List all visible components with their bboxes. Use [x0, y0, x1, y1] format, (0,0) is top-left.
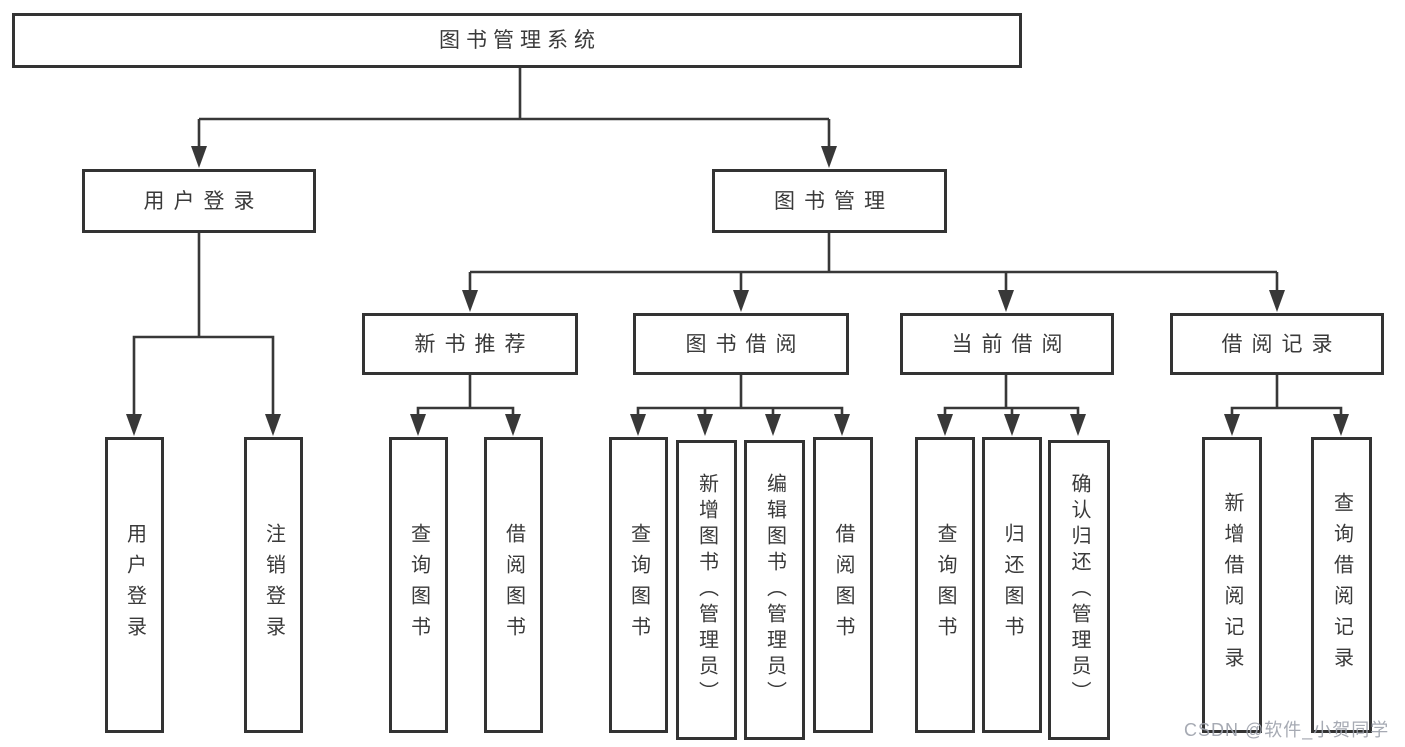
node-current-borrow: 当前借阅 [900, 313, 1114, 375]
node-leaf-newbooks-borrow-label: 借阅图书 [502, 523, 525, 647]
node-leaf-current-query-label: 查询图书 [934, 523, 956, 647]
node-leaf-borrow-add-label: 新增图书（管理员） [695, 473, 718, 707]
node-leaf-borrow-borrow: 借阅图书 [813, 437, 873, 733]
node-leaf-user-login: 用户登录 [105, 437, 164, 733]
node-leaf-user-login-label: 用户登录 [123, 523, 146, 647]
node-current-borrow-label: 当前借阅 [951, 332, 1072, 356]
node-leaf-records-add: 新增借阅记录 [1202, 437, 1262, 733]
node-root: 图书管理系统 [12, 13, 1022, 68]
node-leaf-records-query-label: 查询借阅记录 [1330, 492, 1353, 678]
node-leaf-borrow-edit: 编辑图书（管理员） [744, 440, 805, 740]
node-leaf-newbooks-query: 查询图书 [389, 437, 448, 733]
node-borrow-records-label: 借阅记录 [1221, 332, 1342, 356]
node-book-borrow: 图书借阅 [633, 313, 849, 375]
node-leaf-borrow-add: 新增图书（管理员） [676, 440, 737, 740]
node-leaf-current-return: 归还图书 [982, 437, 1042, 733]
node-leaf-newbooks-query-label: 查询图书 [407, 523, 430, 647]
node-borrow-records: 借阅记录 [1170, 313, 1384, 375]
node-new-books-label: 新书推荐 [414, 332, 535, 356]
node-leaf-borrow-edit-label: 编辑图书（管理员） [763, 473, 786, 707]
node-leaf-logout: 注销登录 [244, 437, 303, 733]
node-user-login: 用户登录 [82, 169, 316, 233]
node-new-books: 新书推荐 [362, 313, 578, 375]
node-leaf-current-query: 查询图书 [915, 437, 975, 733]
node-user-login-label: 用户登录 [143, 189, 264, 213]
node-leaf-records-query: 查询借阅记录 [1311, 437, 1372, 733]
node-leaf-current-confirm: 确认归还（管理员） [1048, 440, 1110, 740]
node-book-mgmt: 图书管理 [712, 169, 947, 233]
node-leaf-current-confirm-label: 确认归还（管理员） [1068, 473, 1090, 707]
node-book-borrow-label: 图书借阅 [685, 332, 806, 356]
node-leaf-newbooks-borrow: 借阅图书 [484, 437, 543, 733]
node-leaf-borrow-query: 查询图书 [609, 437, 668, 733]
node-leaf-borrow-borrow-label: 借阅图书 [832, 523, 854, 647]
node-leaf-logout-label: 注销登录 [262, 523, 285, 647]
node-leaf-borrow-query-label: 查询图书 [627, 523, 650, 647]
node-leaf-current-return-label: 归还图书 [1001, 523, 1023, 647]
node-leaf-records-add-label: 新增借阅记录 [1221, 492, 1243, 678]
arrowhead-icons [126, 146, 1349, 436]
node-root-label: 图书管理系统 [439, 29, 601, 52]
csdn-watermark: CSDN @软件_小贺同学 [1184, 720, 1390, 740]
node-book-mgmt-label: 图书管理 [774, 189, 894, 213]
